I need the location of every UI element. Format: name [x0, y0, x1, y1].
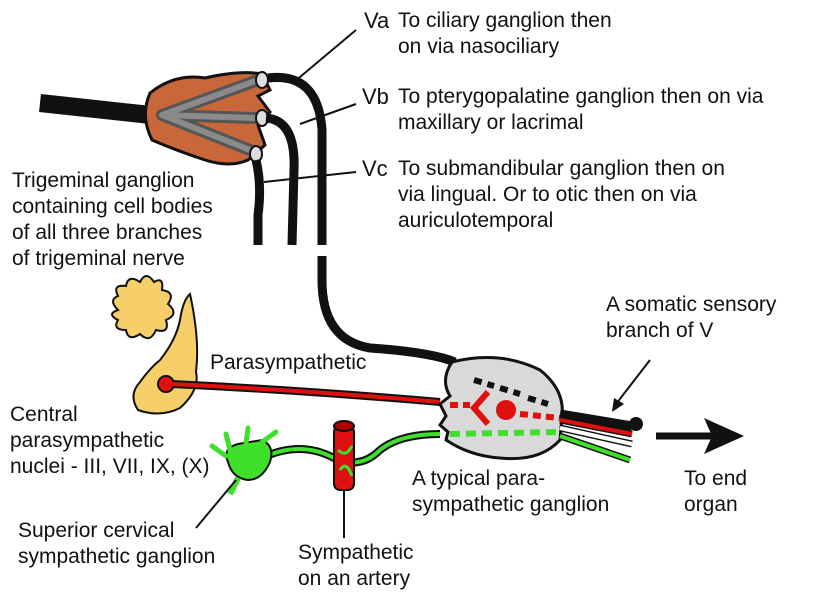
parasympathetic-label: Parasympathetic [210, 350, 366, 376]
parasympathetic-text: Parasympathetic [210, 350, 366, 376]
superior-cervical-ganglion [212, 428, 276, 494]
branch-vb-label: Vb [362, 84, 389, 110]
branch-va-text: Va [364, 8, 389, 34]
va-destination-label: To ciliary ganglion then on via nasocili… [398, 8, 612, 60]
trigeminal-root [40, 103, 160, 116]
trigeminal-label-line-2: containing cell bodies [12, 194, 213, 220]
vc-destination-line-2: via lingual. Or to otic then on via [398, 182, 725, 208]
typical-ganglion-line-2: sympathetic ganglion [412, 492, 609, 518]
vc-destination-line-3: auriculotemporal [398, 208, 725, 234]
vb-pointer [300, 104, 356, 124]
artery-label-line-2: on an artery [298, 566, 414, 592]
va-pointer [294, 30, 356, 82]
vb-destination-label: To pterygopalatine ganglion then on via … [398, 84, 763, 136]
somatic-label-line-1: A somatic sensory [606, 292, 776, 318]
parasympathetic-cell-body [158, 376, 174, 392]
typical-ganglion-label: A typical para- sympathetic ganglion [412, 466, 609, 518]
va-destination-line-1: To ciliary ganglion then [398, 8, 612, 34]
branch-vc-nerve [256, 160, 260, 245]
vc-destination-line-1: To submandibular ganglion then on [398, 156, 725, 182]
vb-destination-line-2: maxillary or lacrimal [398, 110, 763, 136]
end-organ-line-1: To end [684, 466, 747, 492]
vb-destination-line-1: To pterygopalatine ganglion then on via [398, 84, 763, 110]
sympathetic-ganglion-line-2: sympathetic ganglion [18, 544, 215, 570]
somatic-pointer [616, 360, 650, 404]
trigeminal-ganglion-label: Trigeminal ganglion containing cell bodi… [12, 168, 213, 272]
central-parasympathetic-nuclei [112, 276, 197, 414]
branch-vb-text: Vb [362, 84, 389, 110]
central-label-line-2: parasympathetic [10, 428, 210, 454]
artery [334, 421, 354, 490]
vc-pointer [264, 172, 356, 182]
central-nuclei-label: Central parasympathetic nuclei - III, VI… [10, 402, 210, 480]
central-label-line-1: Central [10, 402, 210, 428]
parasympathetic-ganglion [440, 358, 562, 459]
trigeminal-label-line-1: Trigeminal ganglion [12, 168, 213, 194]
sympathetic-ganglion-label: Superior cervical sympathetic ganglion [18, 518, 215, 570]
end-organ-line-2: organ [684, 492, 747, 518]
somatic-label-line-2: branch of V [606, 318, 776, 344]
somatic-sensory-label: A somatic sensory branch of V [606, 292, 776, 344]
sympathetic-ganglion-line-1: Superior cervical [18, 518, 215, 544]
output-fibers [560, 414, 643, 460]
central-label-line-3: nuclei - III, VII, IX, (X) [10, 454, 210, 480]
branch-vc-text: Vc [362, 156, 388, 182]
trigeminal-ganglion [145, 72, 270, 164]
artery-label-line-1: Sympathetic [298, 540, 414, 566]
typical-ganglion-line-1: A typical para- [412, 466, 609, 492]
trigeminal-label-line-3: of all three branches [12, 220, 213, 246]
end-organ-label: To end organ [684, 466, 747, 518]
artery-label: Sympathetic on an artery [298, 540, 414, 592]
branch-va-label: Va [364, 8, 389, 34]
branch-vc-label: Vc [362, 156, 388, 182]
trigeminal-label-line-4: of trigeminal nerve [12, 246, 213, 272]
va-destination-line-2: on via nasociliary [398, 34, 612, 60]
vc-destination-label: To submandibular ganglion then on via li… [398, 156, 725, 234]
